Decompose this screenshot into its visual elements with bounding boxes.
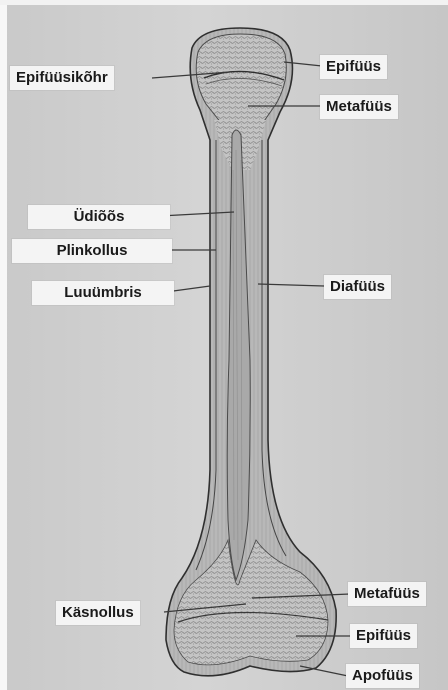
leader-epifuusikohr — [152, 72, 230, 78]
leader-epifuus-top — [284, 62, 322, 66]
label-kasnollus: Käsnollus — [56, 601, 140, 625]
label-udioos: Üdiõõs — [28, 205, 170, 229]
label-plinkollus: Plinkollus — [12, 239, 172, 263]
leader-diafuus — [258, 284, 324, 286]
leader-metafuus-bottom — [252, 594, 350, 598]
leader-kasnollus — [164, 604, 246, 612]
label-epifuus-bottom: Epifüüs — [350, 624, 417, 648]
label-metafuus-bottom: Metafüüs — [348, 582, 426, 606]
leader-udioos — [160, 212, 234, 216]
label-luuumbris: Luuümbris — [32, 281, 174, 305]
label-epifuus-top: Epifüüs — [320, 55, 387, 79]
label-metafuus-top: Metafüüs — [320, 95, 398, 119]
label-apofuus: Apofüüs — [346, 664, 419, 688]
leader-apofuus — [300, 666, 348, 676]
label-diafuus: Diafüüs — [324, 275, 391, 299]
label-epifuusikohr: Epifüüsikõhr — [10, 66, 114, 90]
